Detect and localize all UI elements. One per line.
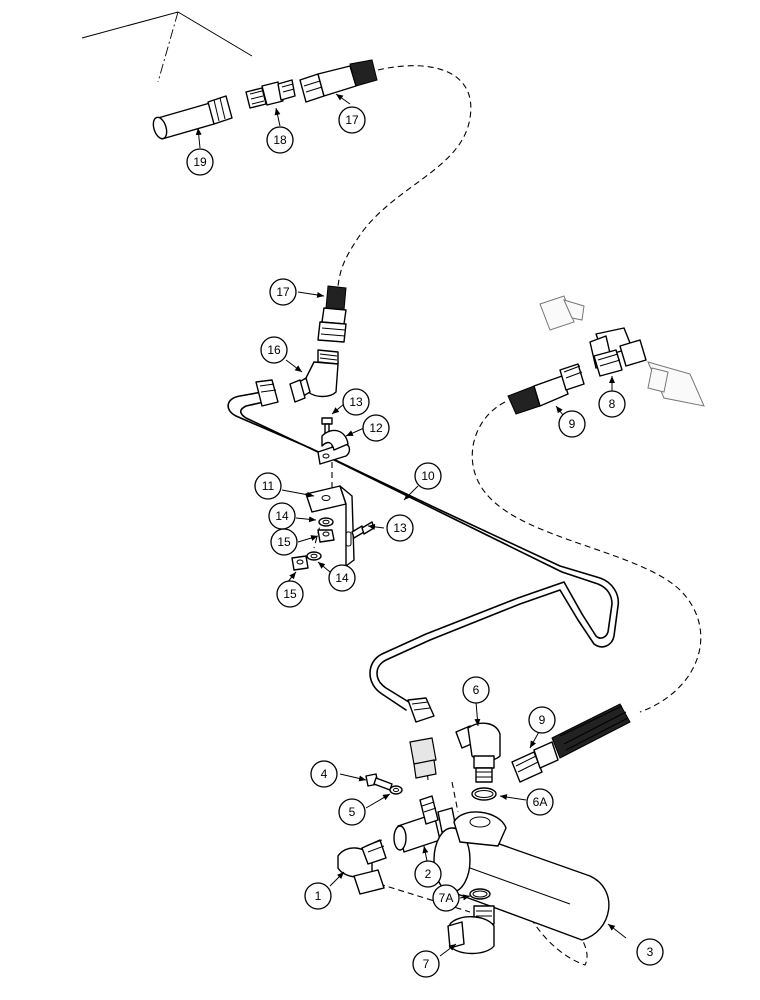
callout-11-label: 11 bbox=[262, 479, 275, 493]
callout-6-label: 6 bbox=[473, 683, 480, 697]
callout-5: 5 bbox=[338, 798, 366, 826]
callout-6A: 6A bbox=[526, 788, 554, 816]
callout-4-label: 4 bbox=[321, 767, 328, 781]
part-16-elbow bbox=[289, 349, 339, 403]
callout-17-lower: 17 bbox=[269, 278, 297, 306]
callout-13-upper-label: 13 bbox=[349, 395, 363, 409]
callout-14-lower: 14 bbox=[328, 564, 356, 592]
washers-and-nuts bbox=[291, 517, 335, 571]
callout-9-lower: 9 bbox=[528, 706, 556, 734]
part-12-clamp bbox=[317, 429, 351, 465]
callout-15-upper-label: 15 bbox=[277, 535, 291, 549]
part-6A-o-ring bbox=[471, 787, 497, 801]
callout-19: 19 bbox=[186, 148, 214, 176]
callout-19-label: 19 bbox=[193, 155, 207, 169]
part-7A-o-ring bbox=[469, 888, 491, 900]
callout-8-label: 8 bbox=[609, 397, 616, 411]
callout-10-label: 10 bbox=[421, 469, 435, 483]
callout-16: 16 bbox=[260, 336, 288, 364]
callout-2-label: 2 bbox=[425, 867, 432, 881]
callout-1-label: 1 bbox=[315, 889, 322, 903]
part-7-elbow bbox=[447, 905, 495, 955]
callout-7A: 7A bbox=[432, 884, 460, 912]
callout-6: 6 bbox=[462, 676, 490, 704]
callout-14-upper: 14 bbox=[268, 502, 296, 530]
part-2-tee bbox=[393, 795, 457, 853]
callout-13-upper: 13 bbox=[342, 388, 370, 416]
part-10-steel-tube bbox=[227, 379, 620, 723]
callout-2: 2 bbox=[414, 860, 442, 888]
callout-8: 8 bbox=[598, 390, 626, 418]
tee-adapter-fitting bbox=[409, 737, 437, 779]
part-9-hose-lower bbox=[511, 703, 631, 783]
leader-lines bbox=[195, 93, 627, 957]
callout-14-lower-label: 14 bbox=[335, 571, 349, 585]
callout-7: 7 bbox=[412, 950, 440, 978]
part-18-fitting bbox=[245, 79, 296, 109]
hose-routing-lines bbox=[313, 65, 702, 966]
callout-3: 3 bbox=[636, 938, 664, 966]
part-17-hose-end-lower bbox=[317, 285, 347, 343]
callout-16-label: 16 bbox=[267, 343, 281, 357]
part-8-tee bbox=[539, 295, 705, 407]
callout-1: 1 bbox=[304, 882, 332, 910]
callout-7A-label: 7A bbox=[439, 891, 454, 905]
callout-3-label: 3 bbox=[647, 945, 654, 959]
callout-9-upper-label: 9 bbox=[569, 417, 576, 431]
frame-reference-lines bbox=[81, 11, 253, 83]
callout-5-label: 5 bbox=[349, 805, 356, 819]
callout-9-lower-label: 9 bbox=[539, 713, 546, 727]
callout-14-upper-label: 14 bbox=[275, 509, 289, 523]
callout-13-lower: 13 bbox=[386, 514, 414, 542]
part-19-adapter bbox=[152, 95, 233, 140]
part-5-washer bbox=[389, 785, 403, 795]
part-4-bolt bbox=[365, 773, 393, 791]
part-17-hose-end-upper bbox=[299, 59, 378, 103]
callout-9-upper: 9 bbox=[558, 410, 586, 438]
callout-15-upper: 15 bbox=[270, 528, 298, 556]
callout-17-upper-label: 17 bbox=[345, 113, 359, 127]
part-6-elbow bbox=[455, 722, 501, 783]
part-3-filter bbox=[433, 811, 610, 941]
callout-7-label: 7 bbox=[423, 957, 430, 971]
callout-17-lower-label: 17 bbox=[276, 285, 290, 299]
part-1-elbow bbox=[337, 839, 387, 895]
callouts: 19 18 17 17 16 13 12 11 bbox=[186, 106, 664, 978]
callout-15-lower-label: 15 bbox=[283, 587, 297, 601]
callout-10: 10 bbox=[414, 462, 442, 490]
callout-18: 18 bbox=[266, 126, 294, 154]
callout-18-label: 18 bbox=[273, 133, 287, 147]
callout-15-lower: 15 bbox=[276, 580, 304, 608]
callout-17-upper: 17 bbox=[338, 106, 366, 134]
part-13-bolt-lower bbox=[351, 521, 375, 539]
callout-12-label: 12 bbox=[369, 421, 383, 435]
callout-11: 11 bbox=[254, 472, 282, 500]
part-9-hose-end-upper bbox=[507, 363, 585, 415]
part-11-bracket bbox=[305, 485, 355, 567]
callout-12: 12 bbox=[362, 414, 390, 442]
callout-4: 4 bbox=[310, 760, 338, 788]
callout-13-lower-label: 13 bbox=[393, 521, 407, 535]
callout-6A-label: 6A bbox=[533, 795, 548, 809]
